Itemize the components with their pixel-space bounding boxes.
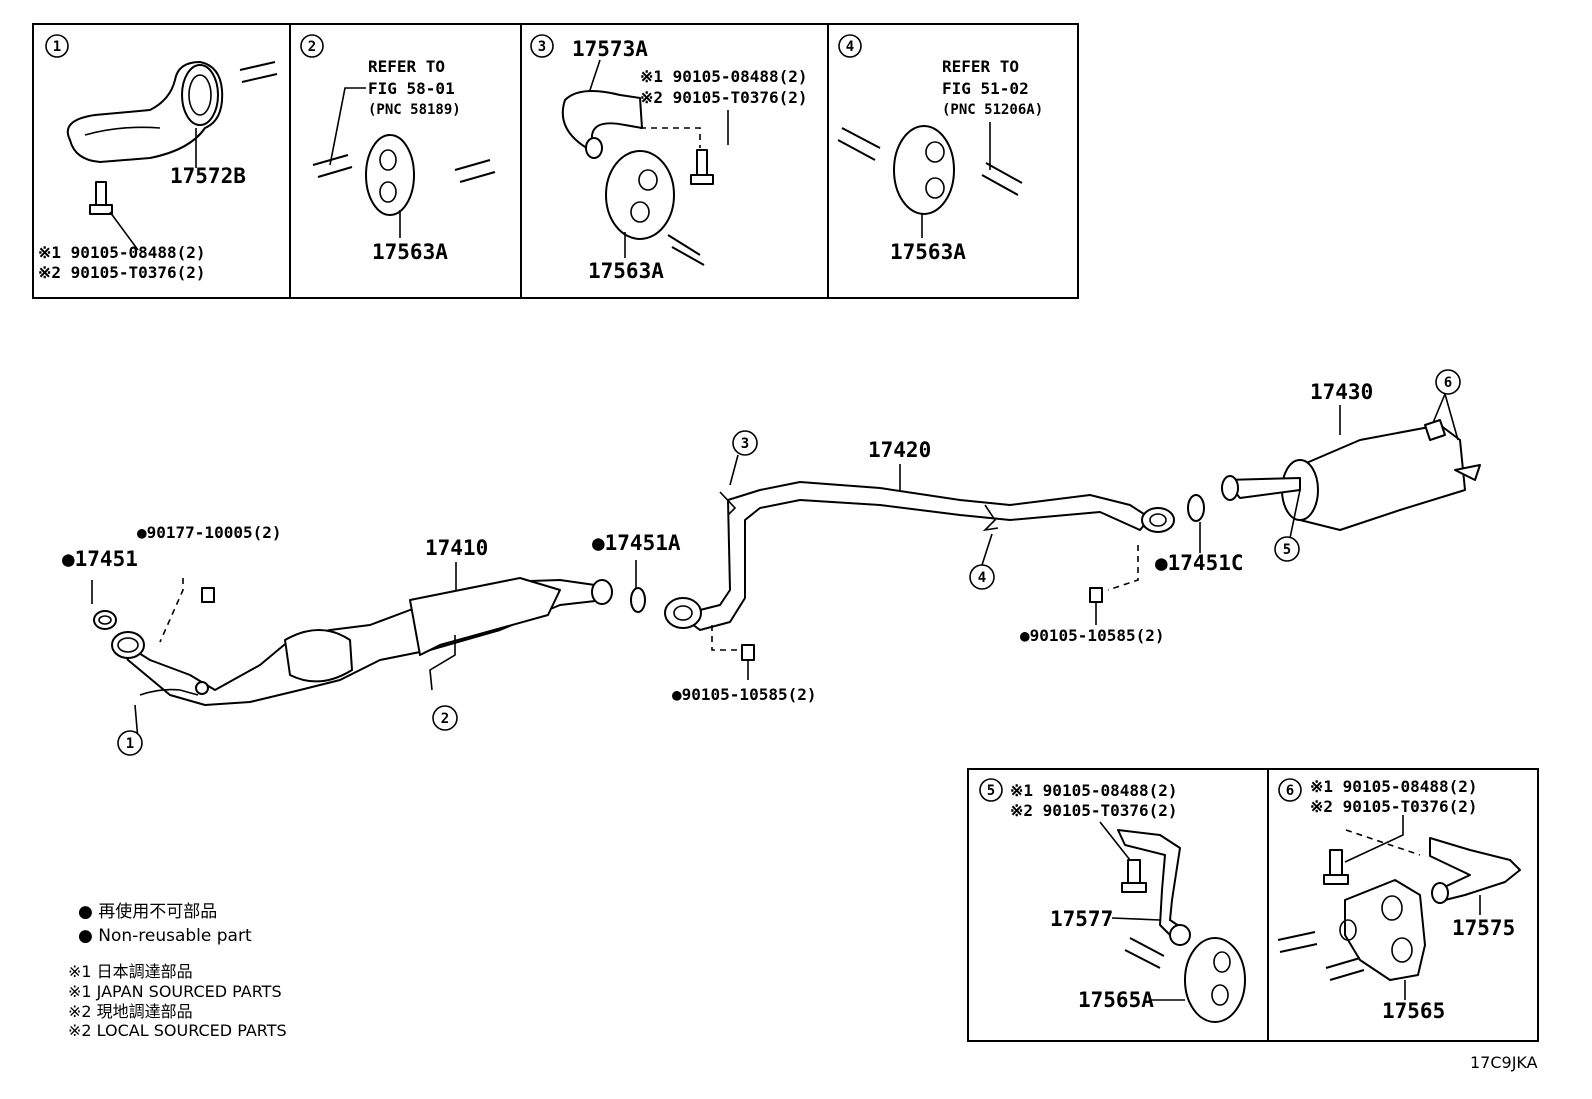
inset-panel-6: 6 ※1 90105-08488(2) ※2 90105-T0376(2) 17…	[1267, 768, 1539, 1042]
refer-to-label: REFER TO	[368, 57, 445, 76]
part-label-17565A: 17565A	[1078, 988, 1154, 1012]
legend: ● 再使用不可部品 ● Non-reusable part ※1 日本調達部品 …	[68, 901, 287, 1040]
callout-2: 2	[441, 711, 449, 727]
part-label-17451: ●17451	[62, 547, 138, 571]
legend-local-jp: ※2 現地調達部品	[68, 1002, 193, 1021]
part-label-17451C: ●17451C	[1155, 551, 1244, 575]
note-local-bolt-5: ※2 90105-T0376(2)	[1010, 801, 1178, 820]
part-label-17451A: ●17451A	[592, 531, 681, 555]
part-label-17563A-3: 17563A	[588, 259, 664, 283]
part-label-17575: 17575	[1452, 916, 1515, 940]
inset-panel-5: 5 ※1 90105-08488(2) ※2 90105-T0376(2) 17…	[967, 768, 1269, 1042]
refer-fig-label: FIG 58-01	[368, 79, 455, 98]
inset-panel-4: 4 REFER TO FIG 51-02 (PNC 51206A) 17563A	[827, 23, 1079, 299]
note-local-bolt-6: ※2 90105-T0376(2)	[1310, 797, 1478, 816]
refer-fig-label-4: FIG 51-02	[942, 79, 1029, 98]
refer-pnc-label-4: (PNC 51206A)	[942, 102, 1043, 118]
legend-nonreuse-en: ● Non-reusable part	[78, 926, 252, 946]
part-label-17573A: 17573A	[572, 37, 648, 61]
legend-japan-en: ※1 JAPAN SOURCED PARTS	[68, 982, 282, 1001]
callout-1: 1	[126, 736, 134, 752]
callout-6: 6	[1444, 375, 1452, 391]
part-label-90105-10585-b: ●90105-10585(2)	[1020, 626, 1165, 645]
note-japan-bolt-5: ※1 90105-08488(2)	[1010, 781, 1178, 800]
part-label-17577: 17577	[1050, 907, 1113, 931]
inset-number-5: 5	[987, 783, 995, 799]
part-label-17563A-2: 17563A	[372, 240, 448, 264]
inset-number-2: 2	[308, 39, 316, 55]
callout-3: 3	[741, 436, 749, 452]
part-label-17565: 17565	[1382, 999, 1445, 1023]
note-local-bolt-3: ※2 90105-T0376(2)	[640, 88, 808, 107]
part-label-17430: 17430	[1310, 380, 1373, 404]
refer-to-label-4: REFER TO	[942, 57, 1019, 76]
part-label-17410: 17410	[425, 536, 488, 560]
note-japan-bolt: ※1 90105-08488(2)	[38, 243, 206, 262]
legend-japan-jp: ※1 日本調達部品	[68, 962, 193, 981]
inset-panel-3: 3 17573A ※1 90105-08488(2) ※2 90105-T037…	[520, 23, 829, 299]
part-label-17420: 17420	[868, 438, 931, 462]
inset-number-3: 3	[538, 39, 546, 55]
figure-code: 17C9JKA	[1470, 1053, 1538, 1072]
legend-nonreuse-jp: ● 再使用不可部品	[78, 901, 217, 922]
part-label-17572B: 17572B	[170, 164, 246, 188]
part-label-90177-10005: ●90177-10005(2)	[137, 523, 282, 542]
legend-local-en: ※2 LOCAL SOURCED PARTS	[68, 1021, 287, 1040]
inset-number-1: 1	[53, 39, 61, 55]
inset-number-6: 6	[1286, 783, 1294, 799]
main-exhaust-assembly: ●17451 ●90177-10005(2) 17410 2 1 ●17451A	[62, 369, 1481, 756]
inset-panel-2: 2 REFER TO FIG 58-01 (PNC 58189) 17563A	[289, 23, 522, 299]
part-label-90105-10585-a: ●90105-10585(2)	[672, 685, 817, 704]
note-japan-bolt-6: ※1 90105-08488(2)	[1310, 777, 1478, 796]
note-japan-bolt-3: ※1 90105-08488(2)	[640, 67, 808, 86]
callout-4: 4	[978, 570, 986, 586]
inset-number-4: 4	[846, 39, 854, 55]
callout-5: 5	[1283, 542, 1291, 558]
inset-panel-1: 1 17572B ※1 90105-08488(2) ※2 90105-T037…	[32, 23, 291, 299]
note-local-bolt: ※2 90105-T0376(2)	[38, 263, 206, 282]
refer-pnc-label: (PNC 58189)	[368, 102, 461, 118]
part-label-17563A-4: 17563A	[890, 240, 966, 264]
